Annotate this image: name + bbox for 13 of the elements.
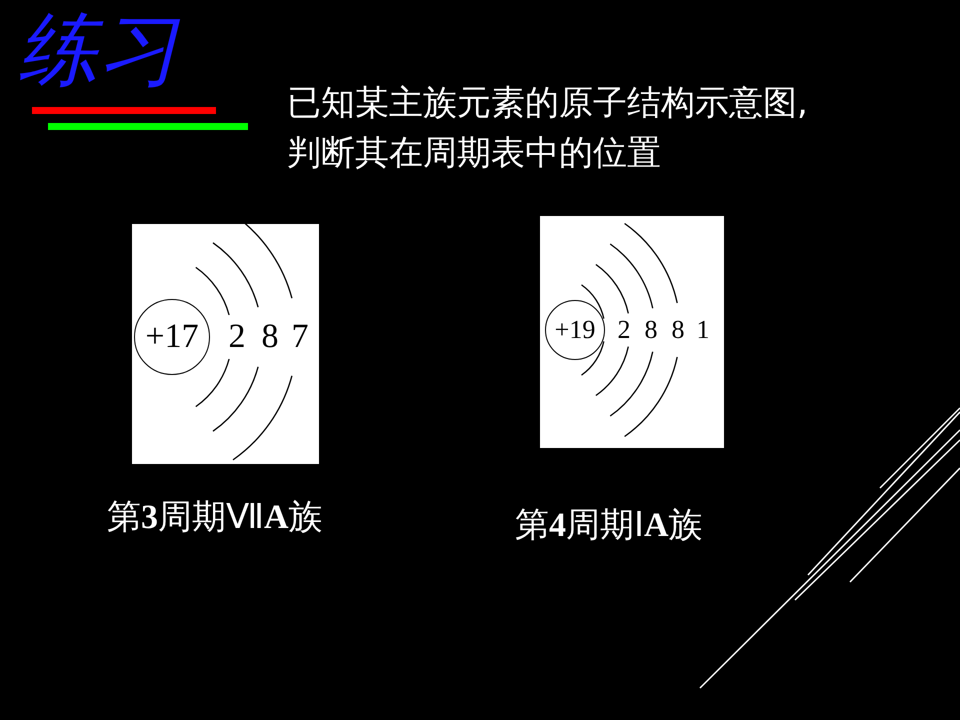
nucleus-circle: +17 [134,299,210,375]
electron-count: 8 [644,317,658,343]
title: 练习 [18,4,178,96]
electron-count: 1 [696,317,710,343]
electron-count: 2 [618,317,630,343]
nucleus-circle: +19 [545,300,605,360]
electron-count: 8 [672,317,684,343]
question-text: 已知某主族元素的原子结构示意图,判断其在周期表中的位置 [287,82,809,175]
electron-count: 2 [228,320,246,354]
electron-count: 7 [292,320,308,354]
electron-count: 8 [262,320,278,354]
answer-text: 第4周期ⅠA族 [515,506,703,546]
answer-text: 第3周期ⅦA族 [107,498,323,538]
